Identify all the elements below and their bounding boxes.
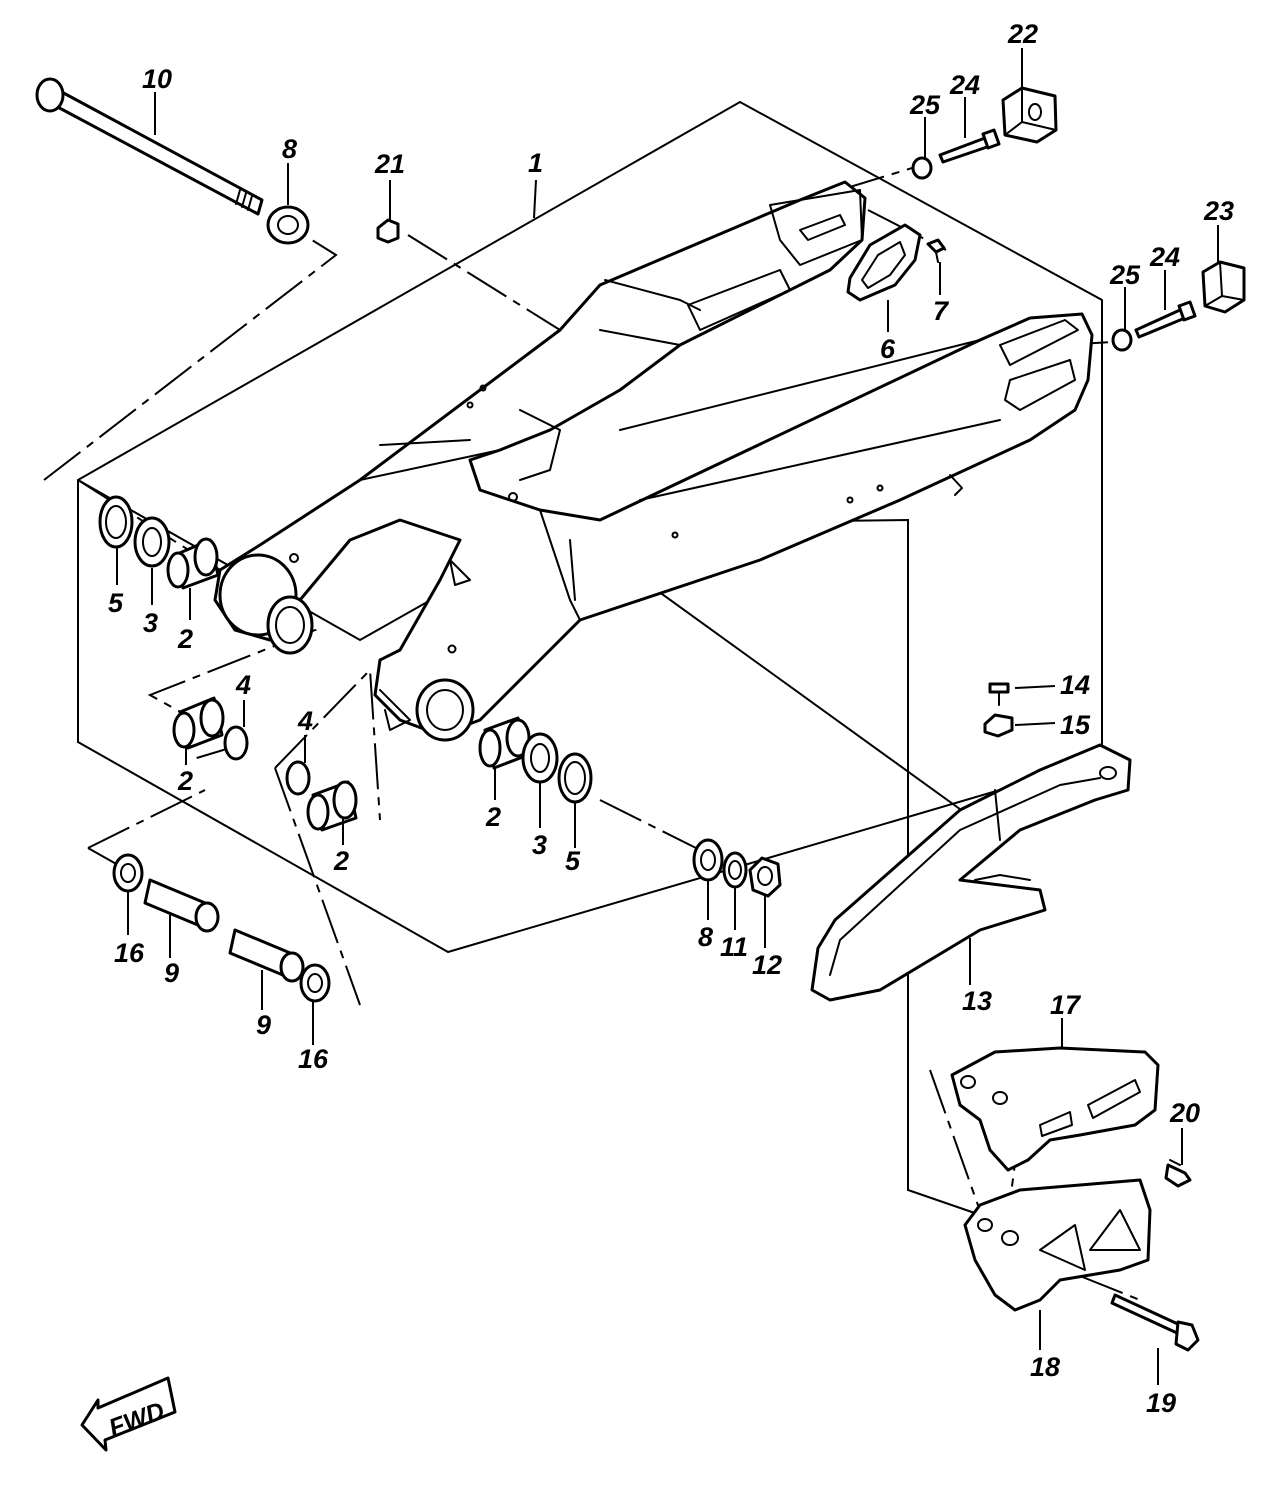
washer-25-bottom xyxy=(1111,328,1133,352)
callout-7: 7 xyxy=(933,296,950,326)
callout-19: 19 xyxy=(1146,1388,1176,1418)
callout-10: 10 xyxy=(142,64,172,94)
bolt-20 xyxy=(1164,1159,1192,1188)
adjuster-bolt-24-top xyxy=(938,128,1001,164)
washer-4-center xyxy=(285,760,311,796)
spacer-right xyxy=(557,752,593,804)
reference-box xyxy=(77,100,1103,1221)
screw-7 xyxy=(926,238,946,263)
callout-17: 17 xyxy=(1050,990,1082,1020)
callout-5-right: 5 xyxy=(565,846,581,876)
callout-3-right: 3 xyxy=(532,830,547,860)
chain-slider-13 xyxy=(810,743,1132,1002)
callout-6: 6 xyxy=(880,334,896,364)
callout-leaders xyxy=(116,48,1219,1385)
needle-bearing-upper-left xyxy=(166,537,220,590)
callout-2-lower-left: 2 xyxy=(177,766,193,796)
collar-9-upper xyxy=(143,878,220,933)
callout-9-lower: 9 xyxy=(256,1010,271,1040)
assembly-lines xyxy=(43,164,1141,1301)
washer-8-bottom xyxy=(692,838,724,882)
washer-25-top xyxy=(911,156,933,180)
washer-16-upper xyxy=(112,853,144,893)
callout-1: 1 xyxy=(528,148,543,178)
callout-25-bottom: 25 xyxy=(1109,260,1141,290)
nut-12 xyxy=(748,856,782,898)
callout-4-left: 4 xyxy=(235,670,251,700)
callout-2-upper-left: 2 xyxy=(177,624,193,654)
callout-16-lower: 16 xyxy=(298,1044,329,1074)
adjuster-block-22 xyxy=(1001,86,1058,144)
bolt-19 xyxy=(1110,1293,1200,1352)
adjuster-block-23 xyxy=(1201,260,1246,314)
callout-22: 22 xyxy=(1007,19,1038,49)
nut-21 xyxy=(376,218,400,244)
callout-4-center: 4 xyxy=(297,706,313,736)
callout-11: 11 xyxy=(720,932,748,962)
adjuster-plate-6 xyxy=(846,223,922,302)
spacer-left xyxy=(98,495,134,549)
callout-2-center: 2 xyxy=(333,846,349,876)
needle-bearing-lower-left xyxy=(172,696,225,750)
chain-guide-17 xyxy=(950,1046,1160,1172)
collar-9-lower xyxy=(228,928,305,983)
callout-8-bottom: 8 xyxy=(698,922,713,952)
washer-15 xyxy=(983,713,1014,738)
needle-bearing-center xyxy=(306,780,358,832)
callout-25-top: 25 xyxy=(909,90,941,120)
washer-16-lower xyxy=(299,963,331,1003)
swingarm xyxy=(213,180,1094,742)
callout-labels: 1 10 8 21 22 24 25 23 24 25 6 7 5 3 2 4 … xyxy=(108,19,1234,1418)
screw-14 xyxy=(988,682,1010,706)
adjuster-bolt-24-bottom xyxy=(1134,300,1197,339)
forward-arrow-icon: FWD xyxy=(80,1376,177,1452)
callout-18: 18 xyxy=(1030,1352,1060,1382)
callout-15: 15 xyxy=(1060,710,1091,740)
callout-3-left: 3 xyxy=(143,608,158,638)
callout-20: 20 xyxy=(1169,1098,1200,1128)
chain-guide-18 xyxy=(963,1178,1152,1312)
callout-21: 21 xyxy=(374,149,405,179)
washer-4-left xyxy=(223,725,249,761)
callout-2-right: 2 xyxy=(485,802,501,832)
callout-8-top: 8 xyxy=(282,134,297,164)
washer-8-top xyxy=(266,205,310,245)
pivot-shaft xyxy=(35,77,264,216)
callout-24-top: 24 xyxy=(949,70,980,100)
washer-11 xyxy=(722,851,748,889)
callout-12: 12 xyxy=(752,950,782,980)
callout-13: 13 xyxy=(962,986,992,1016)
callout-9-upper: 9 xyxy=(164,958,179,988)
callout-23: 23 xyxy=(1203,196,1234,226)
oil-seal-left xyxy=(133,516,171,568)
callout-24-bottom: 24 xyxy=(1149,242,1180,272)
callout-5-left: 5 xyxy=(108,588,124,618)
callout-16-upper: 16 xyxy=(114,938,145,968)
callout-14: 14 xyxy=(1060,670,1090,700)
oil-seal-right xyxy=(521,732,559,784)
